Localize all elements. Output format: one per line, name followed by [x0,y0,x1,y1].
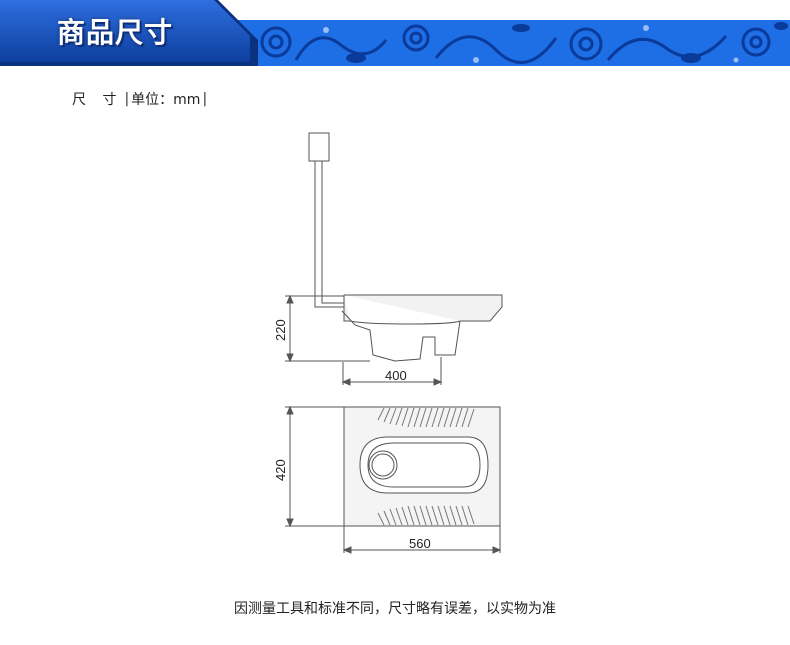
size-label: 尺 寸 [72,92,123,108]
decorative-floral-pattern [236,20,790,66]
dimension-drawing: 220 400 [273,132,503,554]
side-view [285,132,503,386]
separator: | [124,91,130,107]
measurement-disclaimer: 因测量工具和标准不同，尺寸略有误差，以实物为准 [234,601,556,617]
title-tab: 商品尺寸 [0,0,230,62]
dim-side-width: 400 [385,368,407,383]
section-header: 商品尺寸 [0,0,790,66]
dim-top-width: 560 [409,536,431,551]
separator: | [202,91,208,107]
unit-text: 单位：mm [131,92,201,108]
unit-line: 尺 寸 | 单位：mm | [72,89,207,109]
dim-side-height: 220 [273,319,288,341]
dim-top-depth: 420 [273,459,288,481]
page-title: 商品尺寸 [56,16,173,49]
top-view [285,405,502,554]
title-tab-shape [0,0,258,66]
